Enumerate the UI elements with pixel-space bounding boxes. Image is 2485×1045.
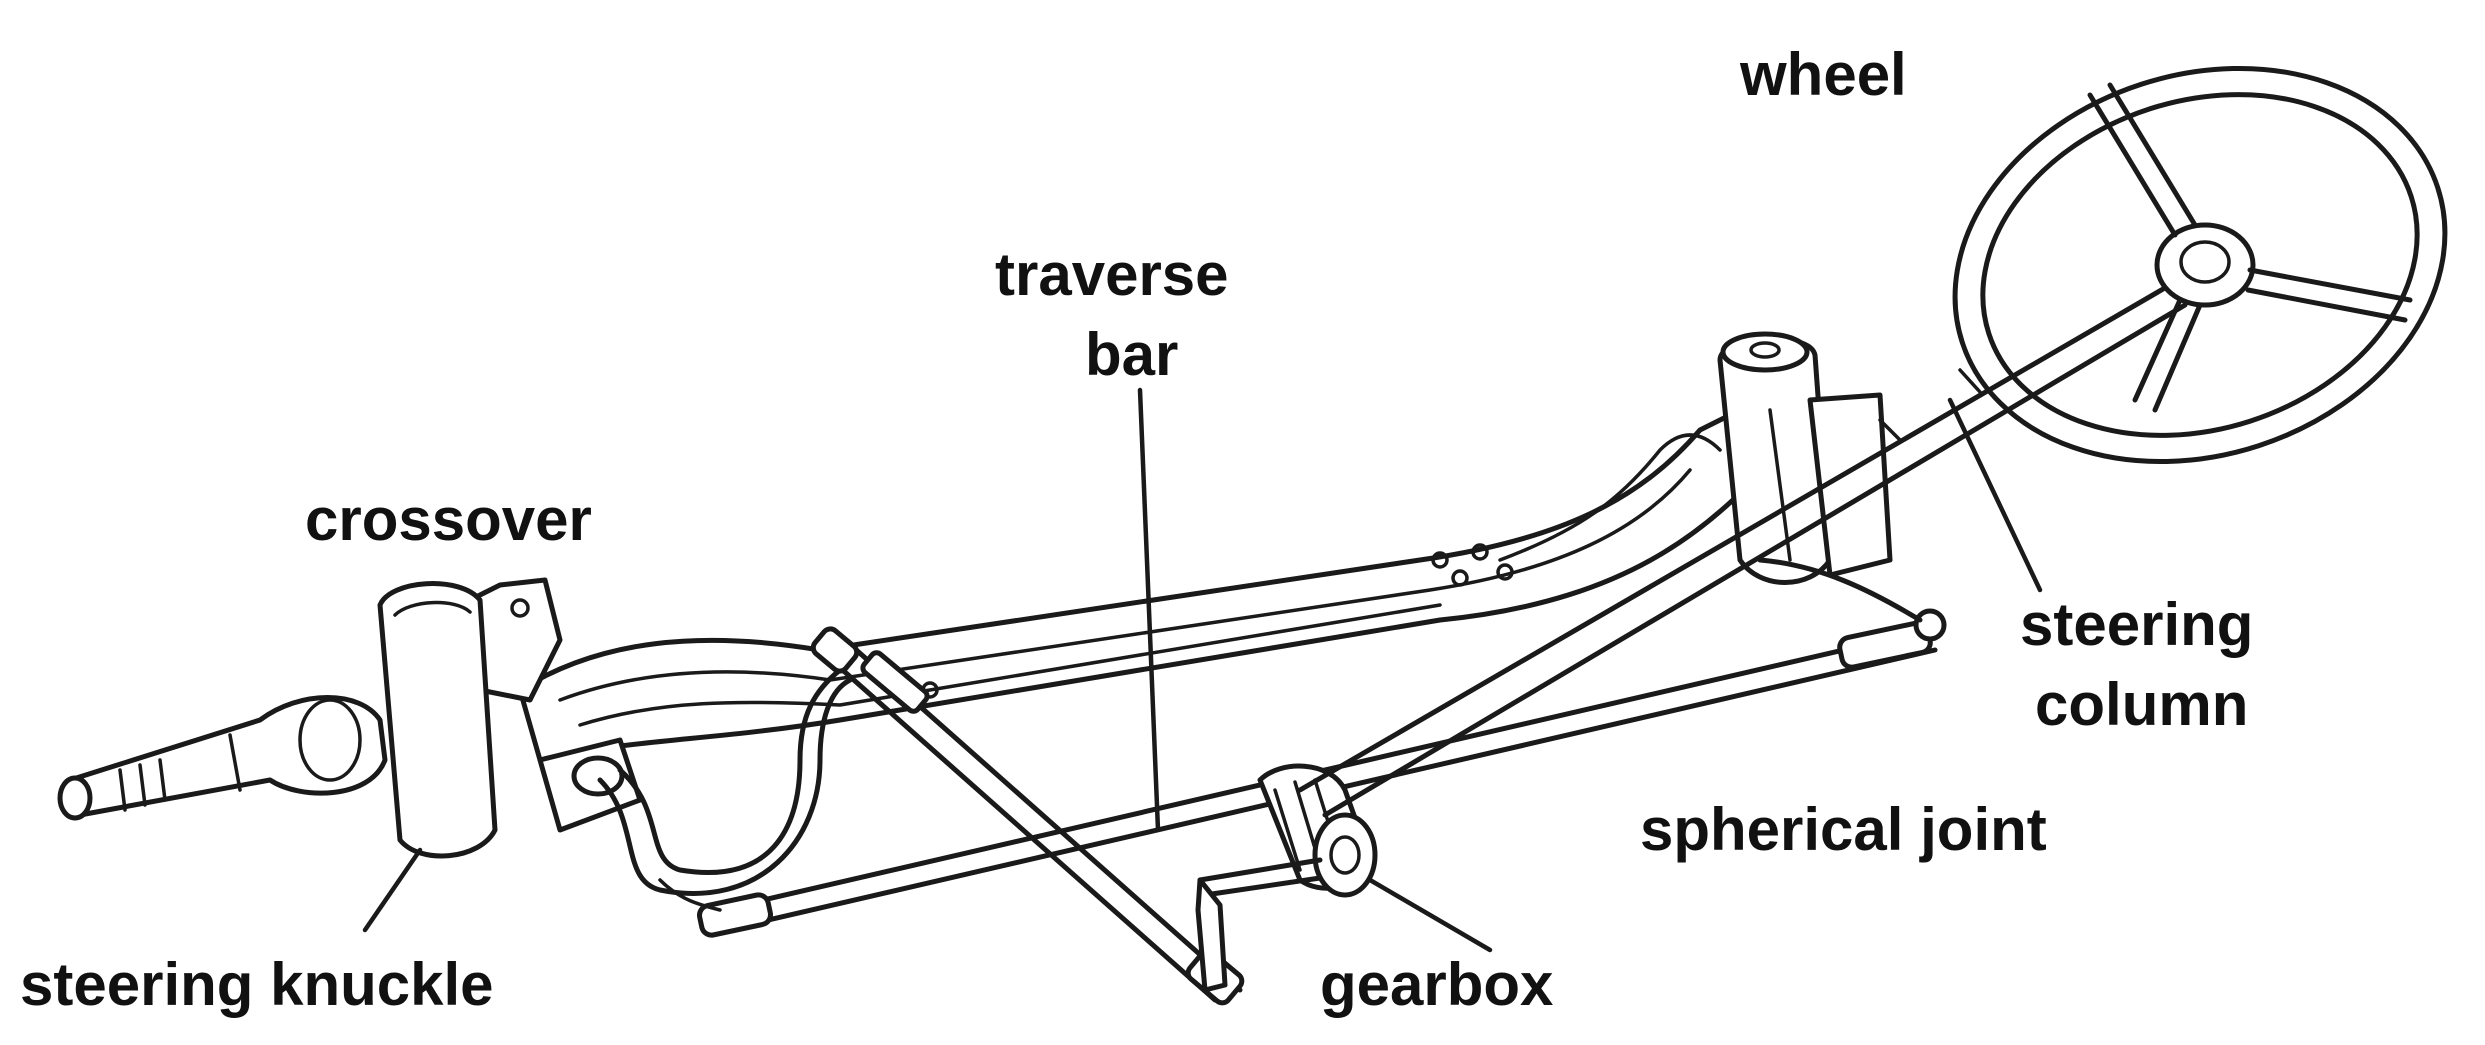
label-steering-knuckle: steering knuckle (20, 951, 494, 1018)
label-wheel: wheel (1739, 41, 1907, 108)
left-crossover-bracket (377, 577, 563, 859)
right-mount (1717, 331, 1893, 585)
label-traverse-bar-line1: traverse (995, 241, 1229, 308)
steering-column (1297, 282, 2188, 818)
labels: wheel traverse bar crossover steering co… (20, 41, 2253, 1018)
steering-wheel (1952, 65, 2448, 465)
steering-knuckle (57, 695, 388, 821)
gearbox-assembly (1195, 763, 1378, 993)
leader-steering-column (1947, 397, 2043, 593)
steering-arm (597, 667, 853, 896)
leader-gearbox (1367, 877, 1493, 953)
label-gearbox: gearbox (1320, 951, 1553, 1018)
label-crossover: crossover (305, 486, 592, 553)
leader-traverse-bar (1137, 387, 1161, 833)
leader-steering-knuckle (362, 847, 423, 933)
leader-lines (362, 387, 2043, 953)
label-spherical-joint: spherical joint (1640, 796, 2047, 863)
label-steering-column-line2: column (2035, 671, 2248, 738)
label-steering-column-line1: steering (2020, 591, 2253, 658)
left-housing (537, 737, 643, 833)
label-traverse-bar-line2: bar (1085, 321, 1178, 388)
